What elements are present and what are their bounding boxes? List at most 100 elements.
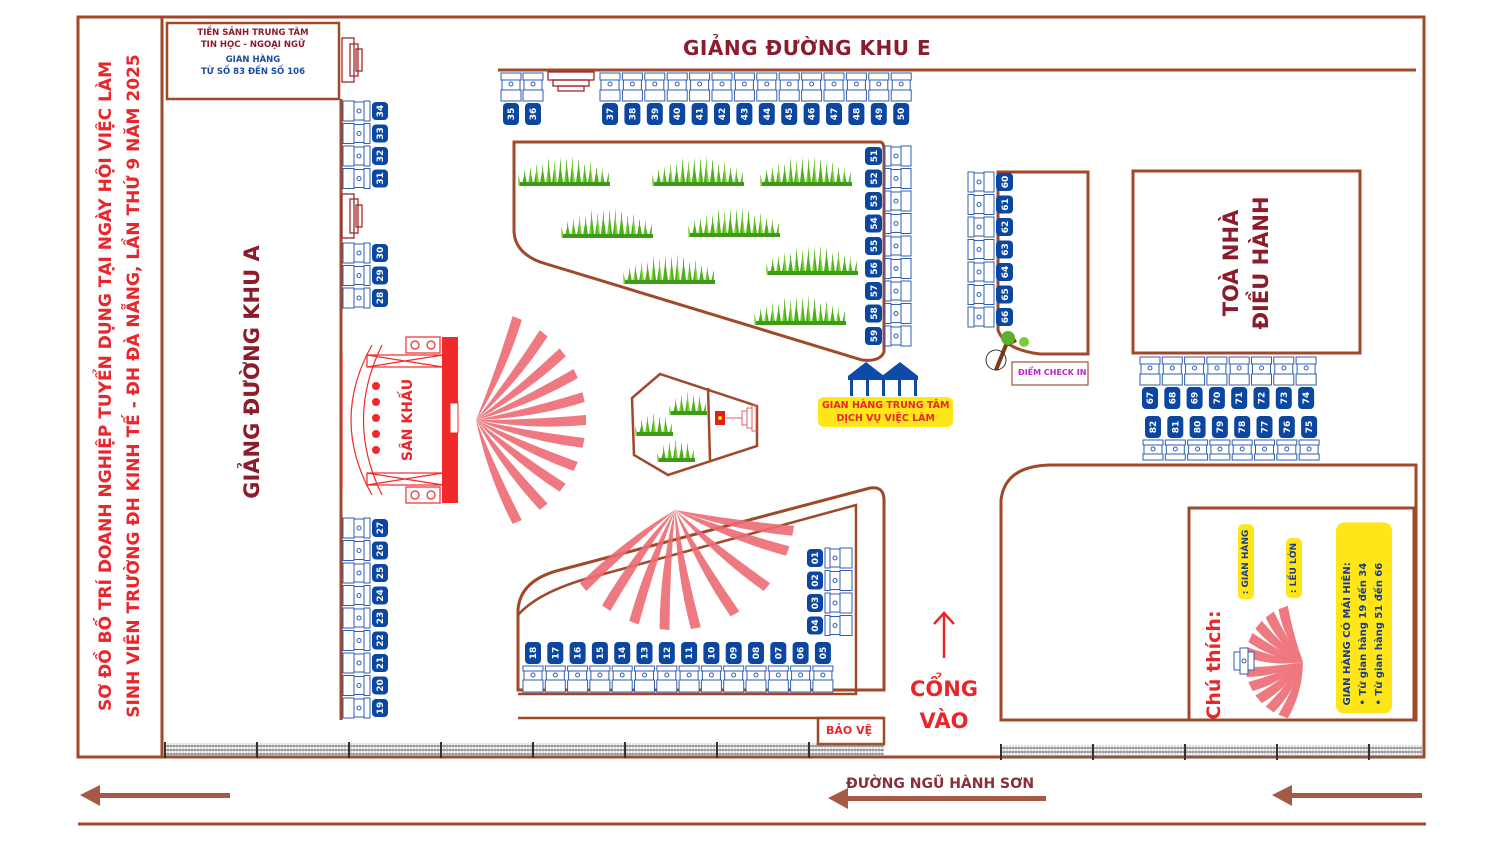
booth-number: 07 [774, 647, 784, 660]
booth[interactable]: 03 [807, 592, 853, 614]
booth[interactable]: 41 [689, 72, 711, 125]
booth[interactable]: 05 [812, 642, 834, 693]
booth[interactable]: 61 [967, 194, 1013, 215]
booth[interactable]: 08 [745, 642, 767, 693]
booth[interactable]: 17 [544, 642, 566, 693]
booth[interactable]: 25 [342, 562, 388, 584]
booth[interactable]: 33 [342, 123, 388, 144]
booth[interactable]: 59 [865, 325, 912, 347]
booth[interactable]: 07 [767, 642, 789, 693]
booth[interactable]: 35 [500, 72, 522, 125]
security-label: BẢO VỆ [826, 724, 873, 737]
booth[interactable]: 06 [790, 642, 812, 693]
booth[interactable]: 12 [656, 642, 678, 693]
booth[interactable]: 42 [711, 72, 733, 125]
booth-number: 67 [1146, 392, 1156, 405]
booth[interactable]: 49 [868, 72, 890, 125]
booth[interactable]: 15 [589, 642, 611, 693]
booth[interactable]: 34 [342, 100, 388, 122]
booth[interactable]: 77 [1254, 416, 1275, 461]
booth[interactable]: 47 [823, 72, 845, 125]
booth[interactable]: 46 [801, 72, 823, 125]
booth[interactable]: 16 [567, 642, 589, 693]
booth[interactable]: 67 [1139, 356, 1161, 409]
booth-number: 12 [663, 647, 673, 660]
booth[interactable]: 40 [666, 72, 688, 125]
booth[interactable]: 72 [1251, 356, 1272, 409]
booth[interactable]: 48 [845, 72, 867, 125]
booth[interactable]: 82 [1142, 416, 1164, 461]
booth[interactable]: 13 [634, 642, 655, 693]
booth[interactable]: 38 [621, 72, 643, 125]
booth[interactable]: 37 [599, 72, 621, 125]
booth[interactable]: 70 [1206, 356, 1228, 409]
booth-number: 78 [1238, 421, 1248, 434]
booth[interactable]: 58 [865, 303, 912, 324]
booth-number-badge [372, 541, 388, 560]
booth[interactable]: 74 [1295, 356, 1317, 409]
booth[interactable]: 51 [865, 145, 912, 167]
booth[interactable]: 09 [723, 642, 745, 693]
booth[interactable]: 36 [522, 72, 544, 125]
booth[interactable]: 18 [522, 642, 544, 693]
booth[interactable]: 69 [1184, 356, 1206, 409]
booth[interactable]: 27 [342, 517, 388, 539]
booth-number: 15 [596, 647, 606, 660]
legend-tent-icon [1245, 605, 1303, 719]
booth[interactable]: 76 [1276, 416, 1298, 461]
checkin-label: ĐIỂM CHECK IN [1018, 368, 1087, 377]
booth[interactable]: 62 [967, 216, 1013, 238]
booth[interactable]: 60 [967, 171, 1013, 193]
booth[interactable]: 32 [342, 145, 388, 167]
booth-number-badge [1211, 416, 1228, 438]
booth[interactable]: 01 [807, 547, 853, 569]
booth[interactable]: 44 [756, 72, 778, 125]
booth[interactable]: 39 [644, 72, 666, 125]
booth[interactable]: 11 [678, 642, 700, 693]
booth[interactable]: 29 [342, 265, 388, 286]
booth[interactable]: 63 [967, 239, 1013, 260]
booth[interactable]: 68 [1161, 356, 1183, 409]
booth[interactable]: 10 [700, 642, 722, 693]
booth[interactable]: 71 [1228, 356, 1250, 409]
booth[interactable]: 24 [342, 585, 388, 606]
booth[interactable]: 56 [865, 258, 912, 279]
booth[interactable]: 23 [342, 607, 388, 629]
booth[interactable]: 22 [342, 630, 388, 651]
booth[interactable]: 81 [1164, 416, 1186, 461]
booth[interactable]: 66 [967, 306, 1013, 328]
booth[interactable]: 04 [807, 615, 853, 636]
booth[interactable]: 52 [865, 168, 912, 189]
booth[interactable]: 50 [890, 72, 912, 125]
grass-tuft [754, 294, 846, 325]
booth[interactable]: 21 [342, 652, 388, 674]
booth[interactable]: 45 [778, 72, 800, 125]
booth[interactable]: 26 [342, 540, 388, 561]
booth[interactable]: 31 [342, 168, 388, 189]
booth[interactable]: 20 [342, 675, 388, 696]
booth[interactable]: 55 [865, 235, 912, 257]
booth[interactable]: 28 [342, 287, 388, 309]
lawn-area [512, 140, 886, 362]
booth-number-badge [714, 103, 730, 125]
booth[interactable]: 57 [865, 280, 912, 302]
lobby-line-2: TIN HỌC - NGOẠI NGỮ [200, 40, 306, 50]
booth[interactable]: 30 [342, 242, 388, 264]
booth[interactable]: 19 [342, 697, 388, 719]
service-line-2: DỊCH VỤ VIỆC LÀM [836, 413, 935, 424]
booth-number: 75 [1305, 421, 1315, 434]
booth[interactable]: 73 [1273, 356, 1295, 409]
booth-number-badge [1142, 387, 1158, 409]
booth[interactable]: 64 [967, 261, 1013, 283]
booth[interactable]: 54 [865, 213, 912, 234]
booth[interactable]: 80 [1187, 416, 1209, 461]
booth[interactable]: 79 [1209, 416, 1231, 461]
booth[interactable]: 43 [733, 72, 755, 125]
booth[interactable]: 02 [807, 570, 853, 591]
booth[interactable]: 14 [611, 642, 633, 693]
booth[interactable]: 65 [967, 284, 1013, 305]
booth-number-badge [826, 103, 842, 125]
booth[interactable]: 78 [1231, 416, 1253, 461]
booth[interactable]: 75 [1298, 416, 1320, 461]
booth[interactable]: 53 [865, 190, 912, 212]
